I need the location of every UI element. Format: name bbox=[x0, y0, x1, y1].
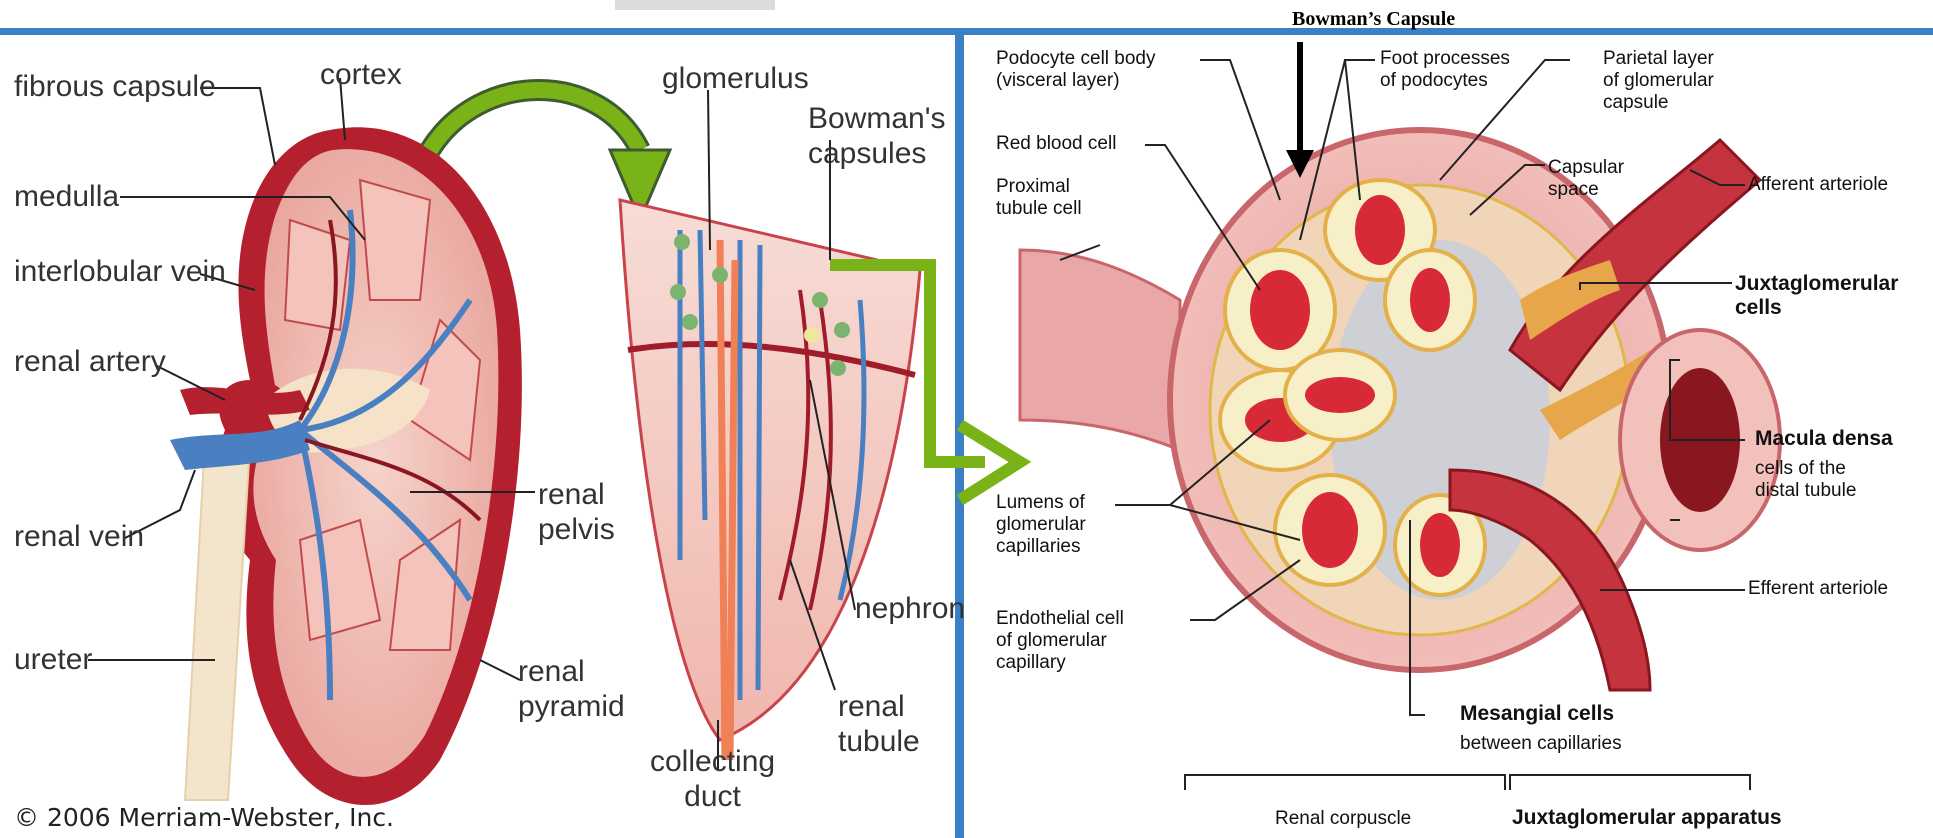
label-mesangial-sub: between capillaries bbox=[1460, 733, 1622, 755]
label-parietal-layer: Parietal layer of glomerular capsule bbox=[1603, 48, 1714, 114]
label-podocyte: Podocyte cell body (visceral layer) bbox=[996, 48, 1156, 92]
label-macula-densa: Macula densa bbox=[1755, 427, 1893, 451]
label-renal-corpuscle: Renal corpuscle bbox=[1275, 808, 1411, 830]
label-medulla: medulla bbox=[14, 180, 119, 215]
label-fibrous-capsule: fibrous capsule bbox=[14, 70, 216, 105]
label-renal-artery: renal artery bbox=[14, 345, 166, 380]
label-efferent-arteriole: Efferent arteriole bbox=[1748, 578, 1888, 600]
label-cortex: cortex bbox=[320, 58, 402, 93]
label-renal-vein: renal vein bbox=[14, 520, 144, 555]
label-ureter: ureter bbox=[14, 643, 92, 678]
label-bowmans-capsules: Bowman's capsules bbox=[808, 102, 945, 171]
label-collecting-duct: collecting duct bbox=[650, 745, 775, 814]
label-mesangial-cells: Mesangial cells bbox=[1460, 702, 1614, 726]
copyright-text: © 2006 Merriam-Webster, Inc. bbox=[14, 804, 394, 833]
label-renal-pelvis: renal pelvis bbox=[538, 478, 615, 547]
renal-corpuscle-illustration bbox=[1020, 42, 1780, 790]
label-red-blood-cell: Red blood cell bbox=[996, 133, 1116, 155]
label-foot-processes: Foot processes of podocytes bbox=[1380, 48, 1510, 92]
label-lumens: Lumens of glomerular capillaries bbox=[996, 492, 1086, 558]
label-macula-densa-sub: cells of the distal tubule bbox=[1755, 458, 1856, 502]
label-renal-pyramid: renal pyramid bbox=[518, 655, 625, 724]
label-glomerulus: glomerulus bbox=[662, 62, 809, 97]
label-afferent-arteriole: Afferent arteriole bbox=[1748, 174, 1888, 196]
title-tab bbox=[615, 0, 775, 10]
bowmans-capsule-title: Bowman’s Capsule bbox=[1292, 8, 1455, 31]
label-capsular-space: Capsular space bbox=[1548, 157, 1624, 201]
top-frame-line bbox=[0, 28, 1933, 35]
label-proximal-tubule: Proximal tubule cell bbox=[996, 176, 1082, 220]
label-interlobular-vein: interlobular vein bbox=[14, 255, 226, 290]
nephron-wedge bbox=[620, 200, 920, 760]
label-renal-tubule: renal tubule bbox=[838, 690, 920, 759]
kidney-illustration bbox=[170, 127, 522, 805]
label-juxtaglomerular-apparatus: Juxtaglomerular apparatus bbox=[1512, 806, 1782, 830]
label-nephron: nephron bbox=[855, 592, 965, 627]
label-juxtaglomerular-cells: Juxtaglomerular cells bbox=[1735, 272, 1898, 320]
label-endothelial-cell: Endothelial cell of glomerular capillary bbox=[996, 608, 1124, 674]
